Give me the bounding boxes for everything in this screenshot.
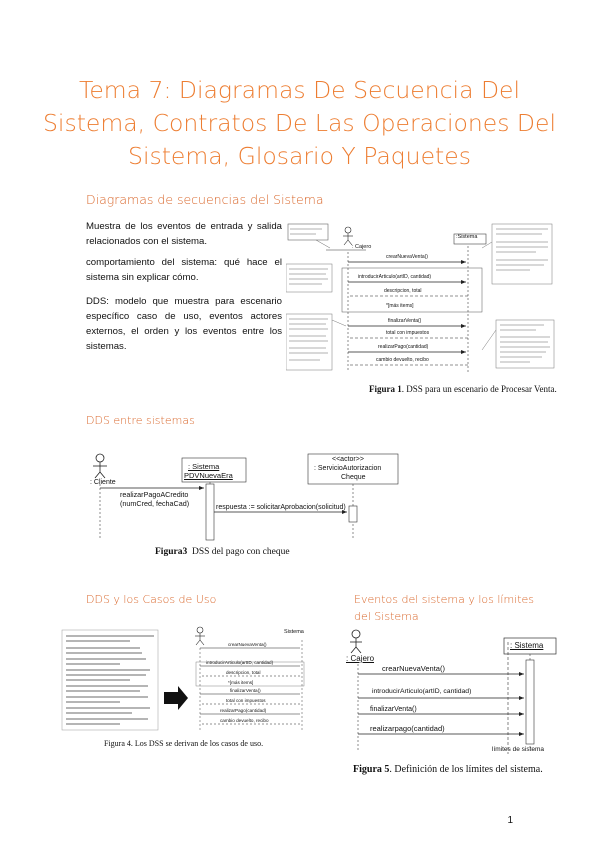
fig3-external-stereotype: <<actor>>	[332, 456, 364, 463]
fig5-message-2: introducirArticulo(artID, cantidad)	[372, 688, 472, 695]
fig1-actor-label: : Cajero	[352, 244, 372, 250]
fig5-actor-label: : Cajero	[346, 654, 375, 663]
fig3-external-line2: : ServicioAutorizacion	[314, 465, 382, 472]
fig3-system-line1: : Sistema	[188, 462, 220, 471]
fig4-message-7: realizarPago(cantidad)	[220, 708, 267, 713]
section-heading-dds-entre-sistemas: DDS entre sistemas	[86, 414, 195, 427]
figure-1-caption: Figura 1. DSS para un escenario de Proce…	[369, 384, 557, 394]
figure-5-system-boundary: : Cajero : Sistema crearNuevaVenta() int…	[342, 628, 560, 760]
fig3-response: respuesta := solicitarAprobacion(solicit…	[216, 504, 346, 511]
fig3-system-line2: PDVNuevaEra	[184, 471, 233, 480]
figure-4-usecase-to-dss: Sistema crearNuevaVenta() introducirArti…	[60, 622, 330, 732]
fig4-message-3: descripcion, total	[226, 670, 261, 675]
fig4-message-5: finalizarVenta()	[230, 688, 261, 693]
fig1-system-label: :Sistema	[456, 234, 478, 240]
fig1-message-6: total con impuestos	[386, 330, 430, 336]
fig1-message-5: finalizarVenta()	[388, 318, 422, 324]
fig3-message-args: (numCred, fechaCad)	[120, 499, 190, 508]
fig5-system-label: : Sistema	[510, 641, 544, 650]
figure-5-caption: Figura 5. Definición de los límites del …	[353, 764, 543, 775]
fig3-actor-label: : Cliente	[90, 479, 116, 486]
fig3-message: realizarPagoACredito	[120, 490, 189, 499]
fig4-message-2: introducirArticulo(artID, cantidad)	[206, 660, 274, 665]
fig5-message-4: realizarpago(cantidad)	[370, 724, 445, 733]
fig3-external-line3: Cheque	[341, 474, 366, 481]
fig5-message-3: finalizarVenta()	[370, 706, 417, 713]
fig1-message-1: crearNuevaVenta()	[386, 254, 428, 260]
paragraph-3: DDS: modelo que muestra para escenario e…	[86, 296, 282, 352]
fig5-message-1: crearNuevaVenta()	[382, 664, 445, 673]
page-number: 1	[507, 815, 513, 826]
section-heading-dds-casos-de-uso: DDS y los Casos de Uso	[86, 593, 217, 606]
section-heading-dss: Diagramas de secuencias del Sistema	[86, 192, 324, 207]
paragraph-1: Muestra de los eventos de entrada y sali…	[86, 221, 282, 247]
fig4-message-4: *[más items]	[228, 680, 254, 685]
page-title: Tema 7: Diagramas De Secuencia Del Siste…	[43, 76, 556, 170]
figure-3-caption: Figura3 DSS del pago con cheque	[155, 547, 290, 557]
paragraph-2: comportamiento del sistema: qué hace el …	[86, 257, 282, 283]
fig1-message-8: cambio devuelto, recibo	[376, 357, 429, 363]
fig4-message-1: crearNuevaVenta()	[228, 642, 267, 647]
fig4-message-6: total con impuestos	[226, 698, 266, 703]
fig1-message-4: *[más items]	[386, 303, 414, 309]
figure-1-sequence-diagram: : Cajero :Sistema crearNuevaVenta() intr…	[285, 222, 556, 382]
figure-4-caption: Figura 4. Los DSS se derivan de los caso…	[104, 739, 264, 748]
fig4-message-8: cambio devuelto, recibo	[220, 718, 269, 723]
fig1-message-7: realizarPago(cantidad)	[378, 344, 429, 350]
fig1-message-3: descripcion, total	[384, 288, 422, 294]
section-heading-eventos-limites: Eventos del sistema y los límites del Si…	[354, 593, 535, 623]
fig1-message-2: introducirArticulo(artID, cantidad)	[358, 274, 432, 280]
fig4-system-label: Sistema	[284, 629, 304, 635]
fig5-boundary-label: límites de sistema	[492, 746, 545, 753]
figure-3-sequence-diagram: : Cliente : Sistema PDVNuevaEra <<actor>…	[86, 444, 406, 544]
